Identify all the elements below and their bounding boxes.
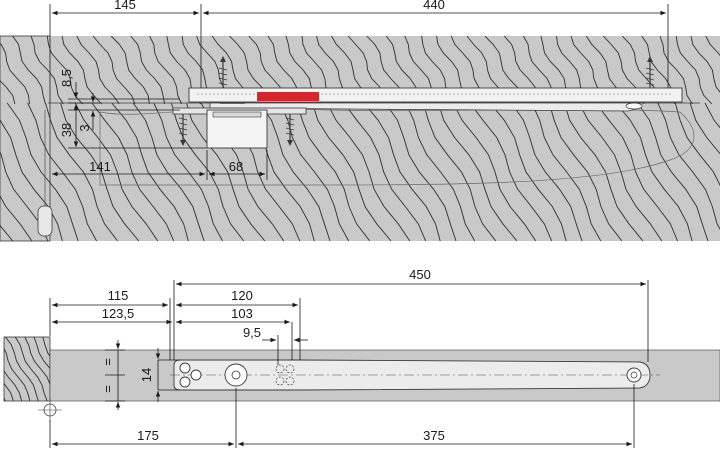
dimension-lines-top [49, 4, 669, 180]
grain-line [61, 36, 103, 105]
dim-141: 141 [89, 159, 111, 174]
grain-line [12, 36, 46, 105]
dim-115: 115 [108, 288, 129, 303]
grain-line [452, 102, 537, 241]
grain-line [675, 36, 713, 105]
grain-line [30, 36, 64, 105]
grain-line [657, 102, 720, 230]
grain-line [343, 102, 427, 241]
slide-arm [209, 102, 641, 112]
grain-line [363, 102, 441, 241]
grain-line [110, 36, 150, 105]
grain-line [258, 102, 331, 241]
dim-375: 375 [423, 428, 445, 443]
dim-123-5: 123,5 [102, 306, 135, 321]
dim-175: 175 [137, 428, 159, 443]
grain-line [149, 36, 183, 105]
grain-line [405, 102, 476, 241]
dimension-lines-bottom [49, 280, 649, 448]
wood-grain-bottom [4, 337, 50, 401]
grain-line [6, 102, 79, 241]
grain-line [704, 102, 720, 129]
grain-line [92, 36, 136, 105]
grain-line [469, 102, 553, 241]
grain-line [4, 370, 23, 401]
grain-line [279, 102, 350, 241]
dim-68: 68 [229, 159, 243, 174]
grain-line [385, 102, 457, 241]
grain-line [296, 102, 371, 241]
grain-line [548, 102, 623, 241]
screw-door-left [178, 114, 188, 146]
dim-eq-top: = [100, 358, 115, 366]
grain-line [0, 195, 33, 241]
grain-line [42, 337, 50, 357]
wood-grain-door [0, 102, 720, 241]
grain-line [637, 102, 709, 241]
grain-line [563, 102, 644, 241]
screw-door-right [285, 114, 295, 146]
dim-440: 440 [423, 0, 445, 12]
grain-line [422, 102, 497, 241]
dim-eq-bottom: = [100, 385, 115, 393]
grain-line [690, 36, 720, 93]
grain-line [326, 102, 411, 241]
grain-line [511, 102, 583, 241]
dim-8-5: 8,5 [59, 69, 74, 87]
dim-3: 3 [77, 124, 92, 131]
grain-line [489, 102, 567, 241]
grain-line [689, 102, 720, 155]
grain-line [14, 337, 48, 401]
grain-line [0, 79, 16, 105]
grain-line [595, 102, 679, 241]
grain-line [615, 102, 693, 241]
grain-line [531, 102, 602, 241]
dim-145: 145 [114, 0, 136, 12]
screw-frame-left [218, 56, 228, 88]
grain-line [674, 102, 720, 187]
bottom-view: 115 120 450 123,5 103 9,5 14 = = 175 375 [3, 267, 720, 448]
dim-120: 120 [231, 288, 253, 303]
dim-103: 103 [231, 306, 253, 321]
grain-line [0, 42, 30, 105]
dim-9-5: 9,5 [243, 325, 261, 340]
grain-line [659, 36, 693, 105]
dim-14: 14 [139, 368, 154, 382]
grain-line [5, 337, 39, 401]
hidden-holes [275, 364, 295, 386]
mounting-holes [179, 362, 202, 388]
screw-frame-right [645, 56, 655, 88]
grain-line [0, 151, 49, 241]
grain-line [437, 102, 518, 241]
grain-line [311, 102, 392, 241]
grain-line [705, 36, 720, 56]
grain-line [33, 337, 50, 369]
grain-line [4, 347, 31, 401]
top-view: 145 440 8,5 38 3 141 68 [0, 0, 720, 242]
grain-line [46, 36, 84, 105]
grain-line [4, 382, 14, 401]
closer-valve-red [257, 92, 319, 101]
door-leaf-section [0, 99, 720, 241]
grain-line [24, 337, 50, 386]
grain-line [0, 119, 63, 241]
hinge-pin [37, 110, 53, 237]
dim-38: 38 [59, 123, 74, 137]
grain-line [130, 36, 166, 105]
dim-450: 450 [409, 267, 431, 282]
grain-line [76, 36, 120, 105]
